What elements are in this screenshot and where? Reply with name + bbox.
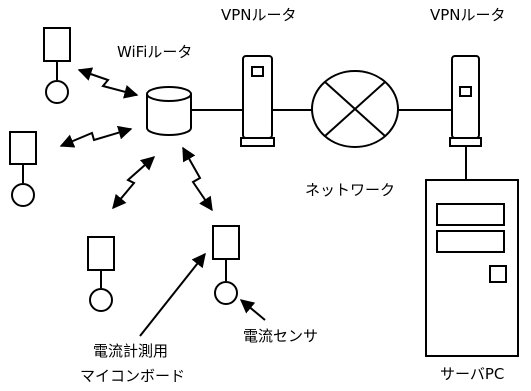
wireless-link-top-left [77,67,139,99]
vpn-router-right-label: VPNルータ [430,6,506,24]
vpn-router-left-label: VPNルータ [221,6,297,24]
wireless-link-left [59,125,133,148]
pointer-arrow-sensor [239,299,266,321]
server-pc-label: サーバPC [440,365,505,383]
wireless-link-bottom-right [182,146,213,212]
vpn-router-left-icon [240,55,275,147]
sensor-node-top-left [43,27,71,104]
sensor-node-bottom-right [212,225,240,305]
network-label: ネットワーク [305,181,396,199]
sensor-node-bottom-left [87,236,115,312]
server-pc-icon [425,179,519,357]
current-board-label-line2: マイコンボード [80,367,186,385]
vpn-router-right-icon [449,55,482,147]
wifi-router-cylinder-icon [146,86,192,136]
current-sensor-label: 電流センサ [243,327,319,345]
sensor-node-left [9,131,37,207]
network-icon [311,70,399,148]
wifi-router-label: WiFiルータ [117,43,193,61]
wireless-link-bottom-left [112,156,156,210]
pointer-arrow-board [139,252,206,337]
current-board-label-line1: 電流計測用 [93,342,169,360]
